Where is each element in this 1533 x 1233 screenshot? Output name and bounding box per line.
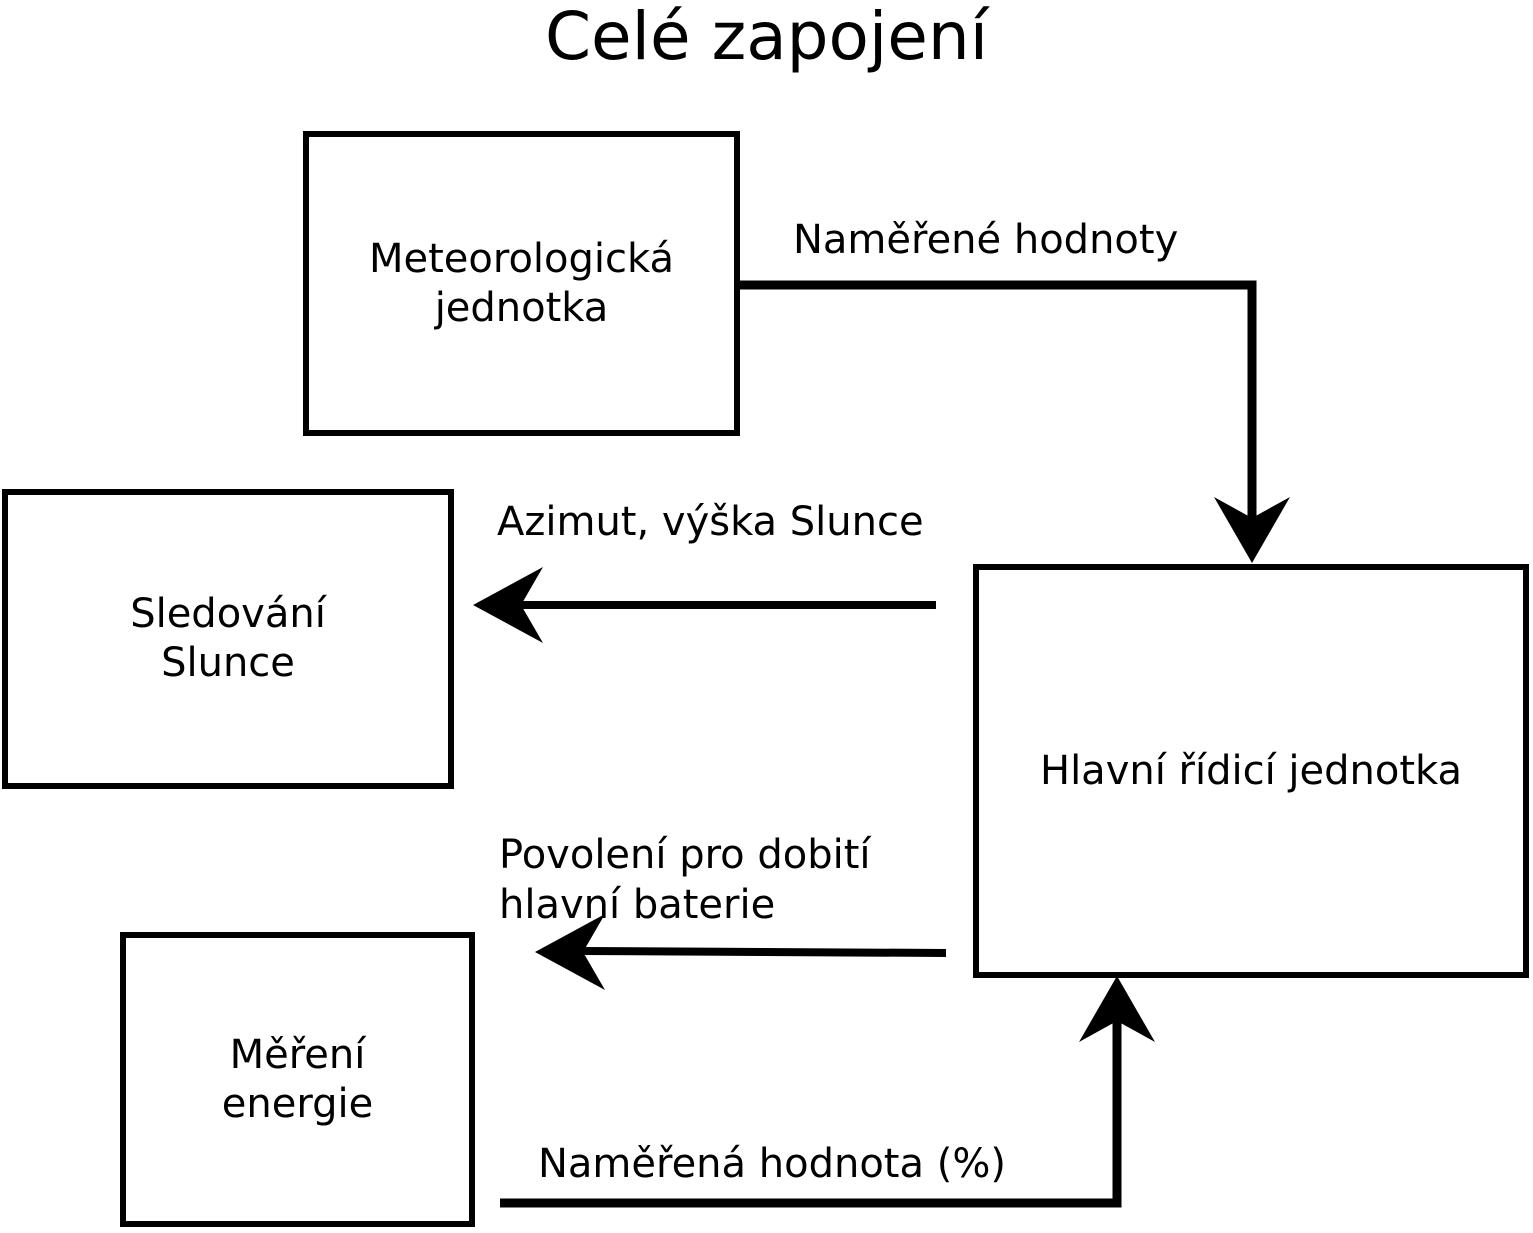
node-label: Měření energie: [221, 1031, 374, 1127]
node-mereni-energie[interactable]: Měření energie: [120, 932, 475, 1227]
node-hlavni-ridici-jednotka[interactable]: Hlavní řídicí jednotka: [973, 564, 1529, 978]
node-label: Hlavní řídicí jednotka: [1039, 747, 1463, 794]
node-sledovani-slunce[interactable]: Sledování Slunce: [2, 489, 454, 789]
edge-label-measured-percent: Naměřená hodnota (%): [538, 1141, 1006, 1187]
page-title: Celé zapojení: [544, 0, 989, 75]
node-meteorologicka-jednotka[interactable]: Meteorologická jednotka: [303, 131, 740, 436]
connector-charge-permission: [535, 914, 947, 990]
connector-measured-percent: [500, 976, 1155, 1208]
node-label: Meteorologická jednotka: [369, 235, 674, 331]
edge-label-azimuth: Azimut, výška Slunce: [497, 499, 924, 545]
connector-azimuth: [473, 567, 936, 643]
edge-label-measured-values: Naměřené hodnoty: [793, 217, 1179, 263]
node-label: Sledování Slunce: [130, 591, 326, 686]
edge-label-charge-permission: Povolení pro dobití hlavní baterie: [499, 832, 871, 928]
connector-measured-values: [737, 280, 1290, 563]
